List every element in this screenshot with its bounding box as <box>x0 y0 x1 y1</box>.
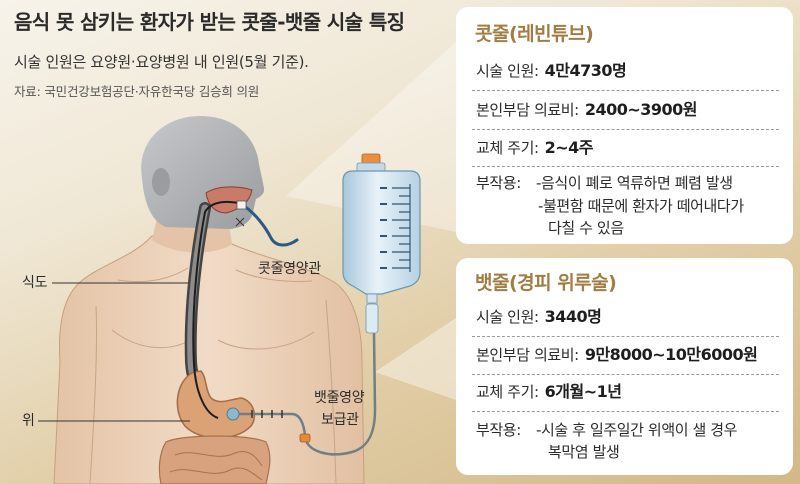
row-label: 본인부담 의료비: <box>476 101 579 119</box>
feeding-bag <box>342 153 421 334</box>
gastrostomy-port <box>226 407 240 421</box>
divider <box>472 411 779 412</box>
row-replacement-cycle: 교체 주기: 6개월~1년 <box>476 381 781 403</box>
feeding-bag-scale <box>380 184 411 272</box>
feeding-bag-body <box>342 170 421 295</box>
side-effect-line: -음식이 폐로 역류하면 폐렴 발생 <box>536 174 733 192</box>
row-out-of-pocket-cost: 본인부담 의료비: 9만8000~10만6000원 <box>476 344 781 366</box>
page-title: 음식 못 삼키는 환자가 받는 콧줄-뱃줄 시술 특징 <box>14 10 405 34</box>
nasogastric-tube-panel: 콧줄(레빈튜브) 시술 인원: 4만4730명 본인부담 의료비: 2400~390… <box>456 7 793 244</box>
divider <box>472 166 779 167</box>
divider <box>472 90 779 91</box>
row-value: 6개월~1년 <box>544 382 622 401</box>
stomach-label: 위 <box>22 413 35 429</box>
row-label: 시술 인원: <box>476 308 539 326</box>
feeding-bag-cap <box>361 153 381 165</box>
subtitle: 시술 인원은 요양원·요양병원 내 인원(5월 기준). <box>14 53 309 71</box>
tube-markings <box>251 410 283 418</box>
side-effect-line: -불편함 때문에 환자가 떼어내다가 <box>538 197 744 215</box>
row-value: 4만4730명 <box>544 61 627 80</box>
tape-mark <box>235 217 245 227</box>
intestine <box>158 435 271 484</box>
intestine-folds <box>169 451 263 481</box>
ear <box>152 168 170 196</box>
source-note: 자료: 국민건강보험공단·자유한국당 김승희 의원 <box>14 84 260 99</box>
gastric-tube-label-line2: 보급관 <box>321 412 359 428</box>
row-label: 본인부담 의료비: <box>476 346 579 364</box>
side-effects-label: 부작용: <box>476 174 521 192</box>
panel-header: 콧줄(레빈튜브) <box>475 23 594 45</box>
esophagus-label: 식도 <box>22 275 48 291</box>
row-value: 2400~3900원 <box>584 100 698 119</box>
torso <box>53 235 365 484</box>
side-effects-label: 부작용: <box>476 421 521 439</box>
nasal-tube-clip <box>236 200 247 210</box>
drip-chamber <box>365 303 379 334</box>
row-procedure-count: 시술 인원: 4만4730명 <box>476 60 781 82</box>
nasogastric-tube <box>192 200 247 419</box>
row-label: 교체 주기: <box>476 383 539 401</box>
side-effect-line: 복막염 발생 <box>548 443 620 461</box>
panel-header: 뱃줄(경피 위루술) <box>475 272 617 294</box>
row-out-of-pocket-cost: 본인부담 의료비: 2400~3900원 <box>476 99 781 121</box>
divider <box>472 336 779 337</box>
gastrostomy-tube-panel: 뱃줄(경피 위루술) 시술 인원: 3440명 본인부담 의료비: 9만8000~1… <box>456 258 793 475</box>
nasal-tube-label: 콧줄영양관 <box>258 261 321 277</box>
row-label: 교체 주기: <box>476 139 539 157</box>
nasal-tube-external <box>242 204 299 247</box>
tube-clamp <box>299 433 311 443</box>
side-effect-line: 다칠 수 있음 <box>548 219 624 237</box>
divider <box>472 374 779 375</box>
side-effect-line: -시술 후 일주일간 위액이 샐 경우 <box>536 421 738 439</box>
row-replacement-cycle: 교체 주기: 2~4주 <box>476 137 781 159</box>
divider <box>472 129 779 130</box>
body-contours <box>89 267 337 484</box>
gastric-tube-label-line1: 뱃줄영양 <box>314 390 365 406</box>
row-label: 시술 인원: <box>476 62 539 80</box>
feeding-bag-port <box>366 293 378 304</box>
row-value: 2~4주 <box>544 138 594 157</box>
callout-pointer-gastric <box>375 318 456 400</box>
row-procedure-count: 시술 인원: 3440명 <box>476 306 781 328</box>
gastrostomy-tube <box>239 332 377 456</box>
row-value: 9만8000~10만6000원 <box>584 345 758 364</box>
row-value: 3440명 <box>544 307 602 326</box>
